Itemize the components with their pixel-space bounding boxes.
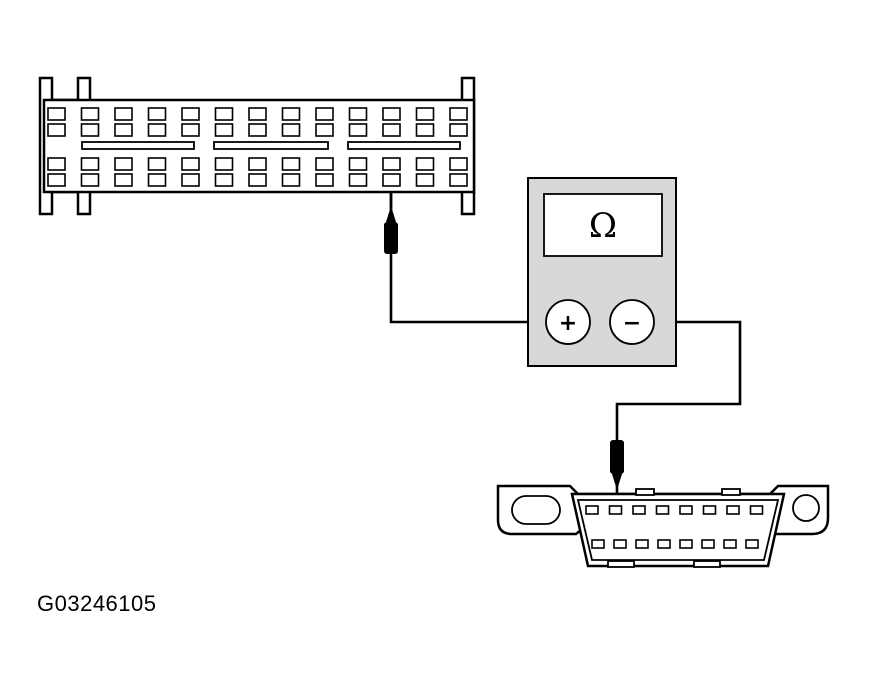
pin-cavity (382, 173, 401, 187)
pin-cavity (382, 123, 401, 137)
negative-terminal (609, 299, 655, 345)
pin-cavity (80, 157, 100, 171)
dlc-pin (613, 539, 627, 549)
pin-cavity (415, 123, 435, 137)
pin-cavity (415, 157, 435, 171)
pin-cavity (315, 107, 334, 121)
pin-cavity (181, 107, 200, 121)
pin-cavity (315, 123, 334, 137)
connector-latch-slot (347, 141, 461, 150)
pin-cavity (181, 123, 200, 137)
connector-key-tab (635, 488, 655, 496)
pin-cavity (315, 173, 334, 187)
dlc-pin (585, 505, 599, 515)
mounting-hole (511, 495, 561, 525)
data-link-connector (496, 484, 830, 568)
dlc-pin (745, 539, 759, 549)
positive-terminal (545, 299, 591, 345)
connector-key-tab (693, 560, 721, 568)
pin-cavity (114, 107, 133, 121)
pin-cavity (114, 173, 133, 187)
pin-cavity (315, 157, 334, 171)
dlc-pin (723, 539, 737, 549)
connector-latch-slot (213, 141, 329, 150)
pin-cavity (281, 173, 301, 187)
connector-key-tab (607, 560, 635, 568)
pin-cavity (281, 157, 301, 171)
module-connector (38, 76, 476, 216)
dlc-pin (608, 505, 623, 515)
pin-cavity (281, 107, 301, 121)
pin-cavity (47, 173, 66, 187)
pin-cavity (382, 157, 401, 171)
pin-cavity (147, 157, 167, 171)
connector-key-tab (721, 488, 741, 496)
pin-cavity (214, 123, 234, 137)
dlc-pin (701, 539, 715, 549)
pin-cavity (47, 123, 66, 137)
pin-cavity (147, 173, 167, 187)
dlc-pin (657, 539, 671, 549)
connector-latch-slot (81, 141, 195, 150)
pin-cavity (348, 123, 368, 137)
pin-cavity (348, 157, 368, 171)
negative-test-lead (615, 320, 742, 505)
pin-cavity (214, 173, 234, 187)
multimeter-display (543, 193, 663, 257)
ohm-symbol: Ω (589, 206, 617, 246)
pin-cavity (348, 173, 368, 187)
pin-cavity (147, 107, 167, 121)
multimeter: Ω + − (527, 177, 677, 367)
test-leads (384, 192, 742, 505)
dlc-pin (632, 505, 646, 515)
negative-terminal-label: − (623, 311, 641, 336)
dlc-pin (702, 505, 717, 515)
pin-cavity (248, 123, 267, 137)
pin-cavity (382, 107, 401, 121)
pin-cavity (248, 157, 267, 171)
dlc-pin (591, 539, 605, 549)
mounting-hole (792, 494, 820, 522)
pin-cavity (80, 107, 100, 121)
pin-cavity (181, 173, 200, 187)
pin-cavity (449, 157, 468, 171)
dlc-pin (655, 505, 670, 515)
dlc-pin (635, 539, 649, 549)
pin-cavity (114, 123, 133, 137)
pin-cavity (415, 173, 435, 187)
pin-cavity (147, 123, 167, 137)
pin-cavity (80, 123, 100, 137)
pin-cavity (449, 123, 468, 137)
pin-cavity (214, 157, 234, 171)
pin-cavity (47, 157, 66, 171)
pin-cavity (449, 107, 468, 121)
pin-cavity (181, 157, 200, 171)
dlc-pin-cavities (585, 505, 764, 549)
pin-cavity (449, 173, 468, 187)
pin-cavity (114, 157, 133, 171)
pin-cavity (415, 107, 435, 121)
connector-pin-cavities (47, 107, 468, 187)
pin-cavity (80, 173, 100, 187)
pin-cavity (248, 107, 267, 121)
probe-tip (610, 440, 624, 490)
pin-cavity (214, 107, 234, 121)
dlc-pin (749, 505, 764, 515)
probe-tip (384, 192, 398, 254)
dlc-pin (679, 539, 693, 549)
figure-code: G03246105 (37, 591, 157, 616)
pin-cavity (281, 123, 301, 137)
positive-terminal-label: + (559, 311, 577, 336)
pin-cavity (248, 173, 267, 187)
pin-cavity (47, 107, 66, 121)
dlc-pin (726, 505, 740, 515)
pin-cavity (348, 107, 368, 121)
dlc-pin (679, 505, 693, 515)
